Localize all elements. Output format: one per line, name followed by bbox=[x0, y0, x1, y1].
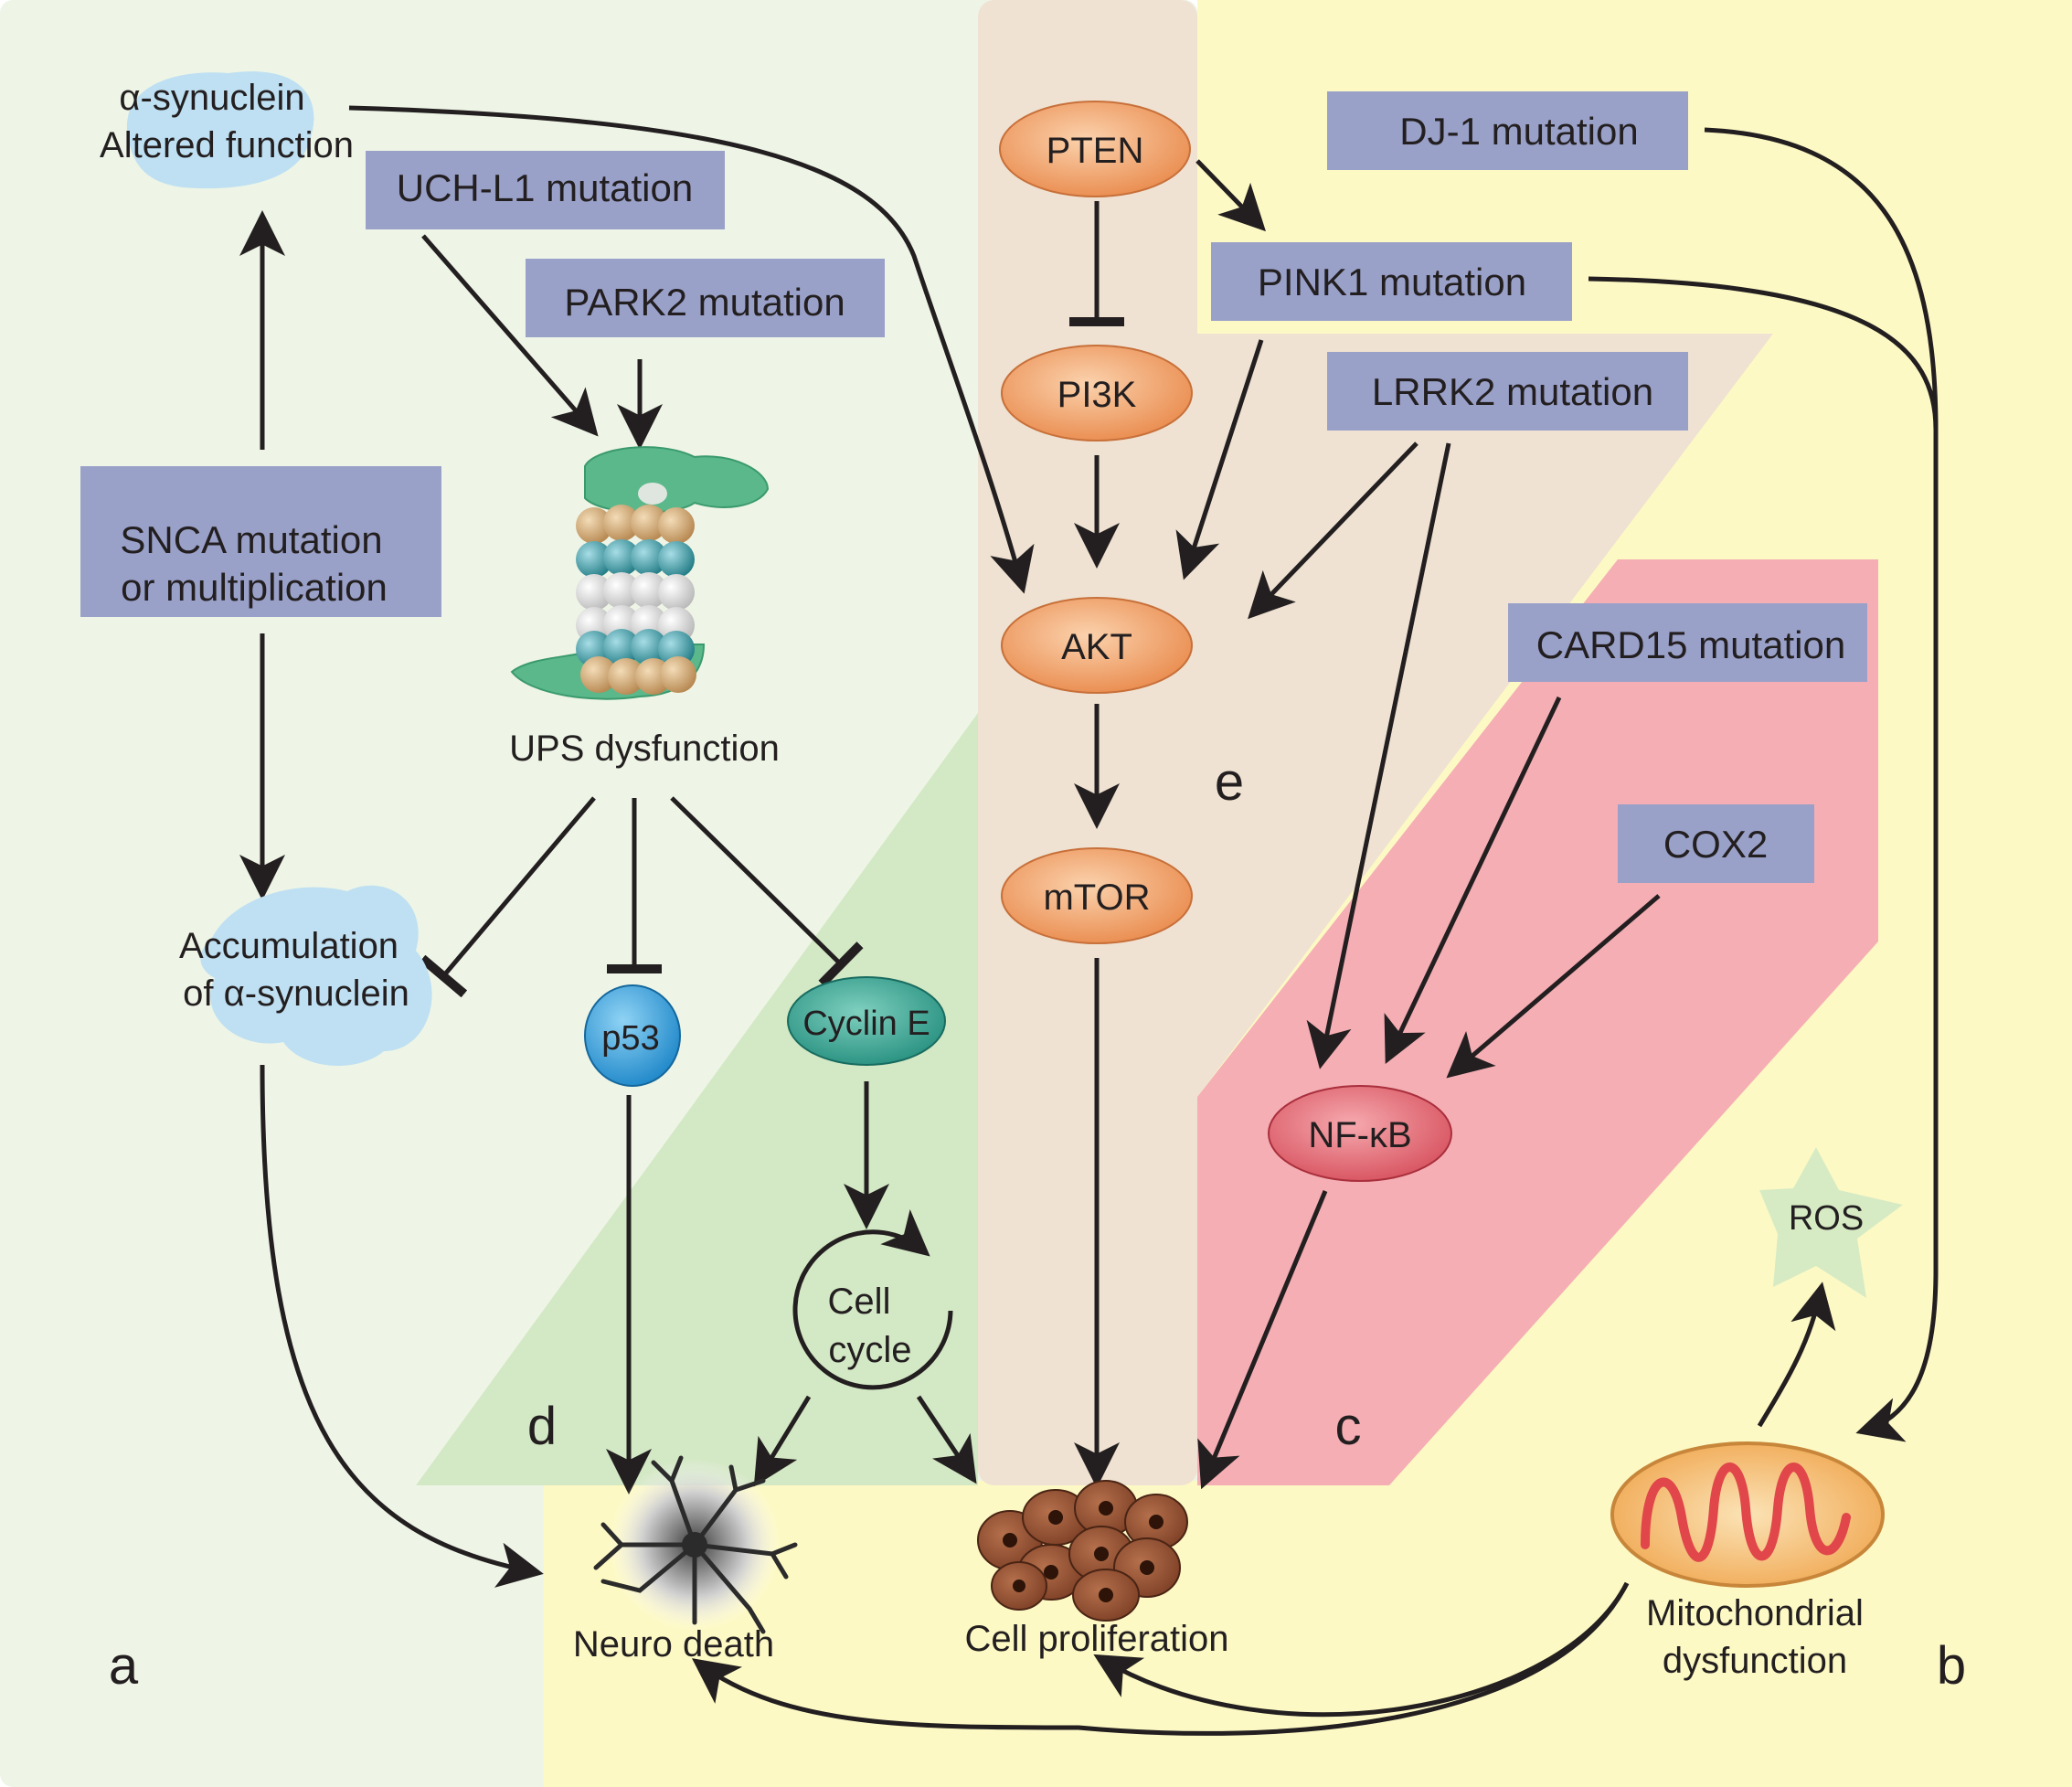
alpha-synuclein-altered-node: α-synuclein Altered function bbox=[100, 71, 354, 189]
cell-proliferation-label: Cell proliferation bbox=[964, 1619, 1228, 1659]
arrow-mito-to-neuro-death bbox=[691, 1581, 1630, 1736]
arrow-cox2-to-nfkb bbox=[1446, 894, 1661, 1079]
alpha-synuclein-accumulation-node: Accumulation of α-synuclein bbox=[179, 885, 432, 1067]
gene-boxes: UCH-L1 mutation PARK2 mutation SNCA muta… bbox=[80, 91, 1867, 883]
alpha-syn-label-line2: Altered function bbox=[100, 125, 354, 165]
mitochondrion-icon bbox=[1610, 1441, 1885, 1588]
ros-node: ROS bbox=[1759, 1147, 1903, 1298]
proteasome-icon: UPS dysfunction bbox=[509, 446, 780, 769]
p53-label: p53 bbox=[601, 1019, 659, 1058]
nfkb-node: NF-κB bbox=[1268, 1085, 1452, 1182]
card15-label: CARD15 mutation bbox=[1536, 623, 1845, 666]
snca-box: SNCA mutation or multiplication bbox=[80, 466, 441, 617]
mtor-label: mTOR bbox=[1043, 878, 1150, 918]
alpha-syn-blob bbox=[126, 71, 314, 189]
panel-label-d: d bbox=[527, 1397, 557, 1456]
ros-star-icon bbox=[1759, 1147, 1903, 1298]
arrow-lrrk2-to-nfkb bbox=[1306, 442, 1451, 1069]
pi3k-label: PI3K bbox=[1057, 375, 1137, 415]
uch-l1-box: UCH-L1 mutation bbox=[366, 151, 725, 229]
dj1-box: DJ-1 mutation bbox=[1327, 91, 1688, 170]
panel-label-c: c bbox=[1335, 1397, 1362, 1456]
park2-box: PARK2 mutation bbox=[526, 259, 885, 337]
pink1-label: PINK1 mutation bbox=[1258, 261, 1526, 303]
cell-cluster-icon bbox=[977, 1480, 1188, 1622]
akt-node: AKT bbox=[1001, 597, 1193, 694]
arrow-cell-cycle-to-proliferation bbox=[916, 1395, 977, 1484]
arrow-mito-to-ros bbox=[1757, 1282, 1836, 1428]
uch-l1-label: UCH-L1 mutation bbox=[397, 166, 693, 209]
arrow-card15-to-nfkb bbox=[1384, 696, 1562, 1065]
lrrk2-box: LRRK2 mutation bbox=[1327, 352, 1688, 431]
panel-label-a: a bbox=[109, 1636, 139, 1696]
accumulation-label-line1: Accumulation bbox=[179, 926, 398, 966]
panel-c-bg bbox=[1197, 559, 1878, 1485]
cell-cycle-loop bbox=[792, 1209, 953, 1390]
cox2-label: COX2 bbox=[1663, 823, 1768, 866]
connectors bbox=[239, 105, 1939, 1736]
mtor-node: mTOR bbox=[1001, 847, 1193, 944]
pten-node: PTEN bbox=[999, 101, 1191, 197]
cyclin-e-node: Cyclin E bbox=[787, 976, 946, 1066]
arrow-pink1-to-mito bbox=[1588, 276, 1939, 1442]
nfkb-label: NF-κB bbox=[1308, 1115, 1411, 1155]
snca-label-line1: SNCA mutation bbox=[120, 518, 382, 561]
panel-center-column bbox=[978, 0, 1197, 1485]
arrow-accumulation-to-neuro-death bbox=[260, 1064, 544, 1588]
arrow-pink1-to-akt bbox=[1175, 339, 1264, 580]
inhibit-ups-to-accumulation bbox=[419, 796, 596, 998]
arrow-cell-cycle-to-neuro-death bbox=[753, 1395, 812, 1487]
card15-box: CARD15 mutation bbox=[1508, 603, 1867, 682]
cell-cycle-label-line2: cycle bbox=[828, 1330, 911, 1370]
accumulation-blob bbox=[200, 885, 432, 1067]
panel-d-bg bbox=[416, 713, 978, 1485]
arrow-pten-to-pink1 bbox=[1195, 159, 1266, 232]
cell-cycle-label-line1: Cell bbox=[828, 1282, 891, 1322]
neuro-death-label: Neuro death bbox=[573, 1624, 774, 1665]
mito-label-line1: Mitochondrial bbox=[1646, 1593, 1864, 1633]
dj1-label: DJ-1 mutation bbox=[1399, 110, 1638, 153]
cyclin-e-label: Cyclin E bbox=[802, 1005, 930, 1043]
arrow-uch-l1-to-ups bbox=[421, 234, 599, 437]
accumulation-label-line2: of α-synuclein bbox=[183, 973, 409, 1014]
p53-node: p53 bbox=[584, 984, 681, 1087]
arrow-dj1-to-merge bbox=[1704, 127, 1939, 431]
cox2-box: COX2 bbox=[1618, 804, 1814, 883]
panel-label-e: e bbox=[1215, 752, 1244, 812]
pi3k-node: PI3K bbox=[1001, 345, 1193, 441]
pten-label: PTEN bbox=[1047, 131, 1144, 171]
inhibit-ups-to-cyclin-e bbox=[670, 796, 864, 987]
proteasome-rings bbox=[576, 505, 696, 695]
arrow-alpha-syn-to-akt bbox=[348, 105, 1035, 594]
ups-label: UPS dysfunction bbox=[509, 729, 780, 769]
ros-label: ROS bbox=[1789, 1199, 1864, 1238]
park2-label: PARK2 mutation bbox=[564, 281, 845, 324]
lrrk2-label: LRRK2 mutation bbox=[1372, 370, 1653, 413]
mito-label-line2: dysfunction bbox=[1663, 1641, 1847, 1681]
arrow-lrrk2-to-akt bbox=[1248, 441, 1419, 620]
neuron-icon: Neuro death bbox=[573, 1455, 798, 1665]
snca-label-line2: or multiplication bbox=[121, 566, 388, 609]
panel-label-b: b bbox=[1937, 1636, 1966, 1696]
akt-label: AKT bbox=[1061, 627, 1132, 667]
arrow-nfkb-to-proliferation bbox=[1197, 1190, 1328, 1490]
alpha-syn-label-line1: α-synuclein bbox=[119, 78, 304, 118]
cell-cycle-node: Cell cycle bbox=[828, 1282, 912, 1370]
pink1-box: PINK1 mutation bbox=[1211, 242, 1572, 321]
